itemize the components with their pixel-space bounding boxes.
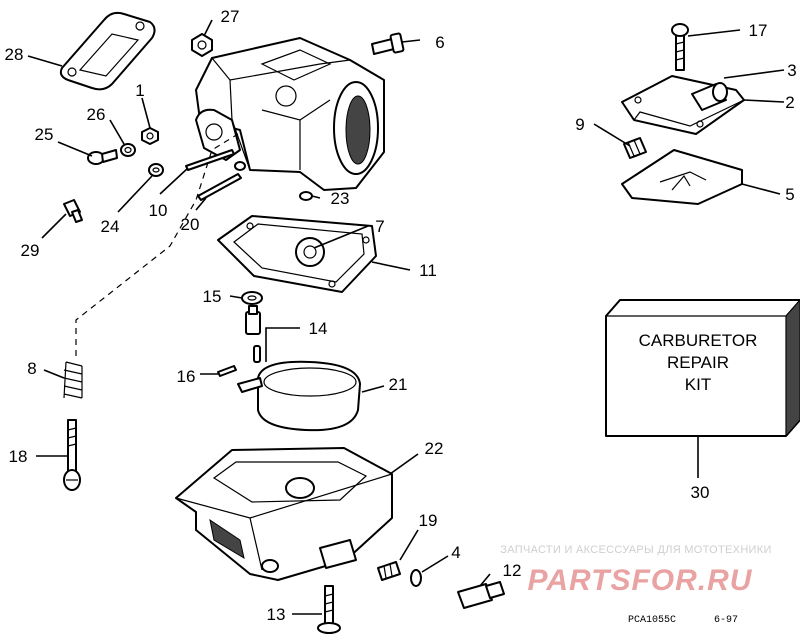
callout-20: 20 (181, 215, 200, 234)
callout-28: 28 (5, 45, 24, 64)
callout-29: 29 (21, 241, 40, 260)
callout-17: 17 (749, 21, 768, 40)
part-3-fitting (691, 82, 728, 111)
callout-15: 15 (203, 287, 222, 306)
callout-23: 23 (331, 189, 350, 208)
callout-11: 11 (419, 261, 437, 280)
callout-16: 16 (177, 367, 196, 386)
callout-24: 24 (101, 217, 120, 236)
callout-21: 21 (389, 375, 408, 394)
callout-5: 5 (785, 185, 794, 204)
part-15-clip (241, 291, 263, 305)
part-18-screw (63, 419, 81, 491)
part-6-screw (371, 32, 405, 55)
part-12-fitting (457, 581, 505, 609)
callout-14: 14 (309, 319, 328, 338)
repair-kit-box (605, 299, 800, 438)
part-22-float-bowl (175, 447, 393, 581)
callout-4: 4 (451, 543, 460, 562)
callout-8: 8 (27, 359, 36, 378)
carburetor-body (195, 37, 385, 191)
part-14-needle-seat (245, 305, 261, 363)
part-24-washer (148, 163, 164, 177)
part-28-gasket (59, 11, 156, 91)
kit-label-line2: REPAIR (667, 353, 729, 372)
callout-1: 1 (135, 81, 144, 100)
callout-18: 18 (9, 447, 28, 466)
drawing-code: PCA1055C (628, 615, 676, 626)
part-23-oring (299, 191, 313, 201)
callout-10: 10 (149, 201, 168, 220)
part-21-float (237, 360, 361, 432)
part-4-oring (410, 569, 422, 587)
part-26-washer (120, 143, 136, 157)
part-13-screw (317, 585, 341, 634)
watermark-tagline: ЗАПЧАСТИ И АКСЕССУАРЫ ДЛЯ МОТОТЕХНИКИ (500, 544, 771, 556)
part-1-nut (141, 127, 159, 145)
callout-labels: 1 2 3 4 5 6 7 8 9 10 11 12 13 14 15 16 1… (5, 7, 797, 624)
callout-12: 12 (503, 561, 522, 580)
callout-6: 6 (435, 33, 444, 52)
part-11-gasket (217, 215, 377, 293)
watermark-brand: PARTSFOR.RU (528, 564, 753, 597)
callout-27: 27 (221, 7, 240, 26)
kit-label-line3: KIT (685, 375, 711, 394)
part-25-screw (87, 149, 118, 165)
part-5-diaphragm (621, 149, 743, 205)
callout-25: 25 (35, 125, 54, 144)
part-9-spring (623, 137, 647, 159)
leader-lines (27, 19, 785, 615)
callout-2: 2 (785, 93, 794, 112)
part-19-screw (377, 561, 401, 581)
part-2-cover (621, 75, 745, 135)
callout-7: 7 (375, 217, 384, 236)
callout-30: 30 (691, 483, 710, 502)
callout-22: 22 (425, 439, 444, 458)
part-27-nut (191, 33, 213, 57)
callout-26: 26 (87, 105, 106, 124)
kit-label-line1: CARBURETOR (639, 331, 758, 350)
part-17-screw (671, 23, 689, 71)
callout-9: 9 (575, 115, 584, 134)
callout-19: 19 (419, 511, 438, 530)
part-8-spring (63, 361, 83, 399)
part-16-pin (217, 365, 237, 377)
part-29-fitting (63, 199, 83, 223)
callout-3: 3 (787, 61, 796, 80)
part-20-pin (197, 161, 246, 201)
callout-13: 13 (267, 605, 286, 624)
drawing-date: 6-97 (714, 615, 738, 626)
